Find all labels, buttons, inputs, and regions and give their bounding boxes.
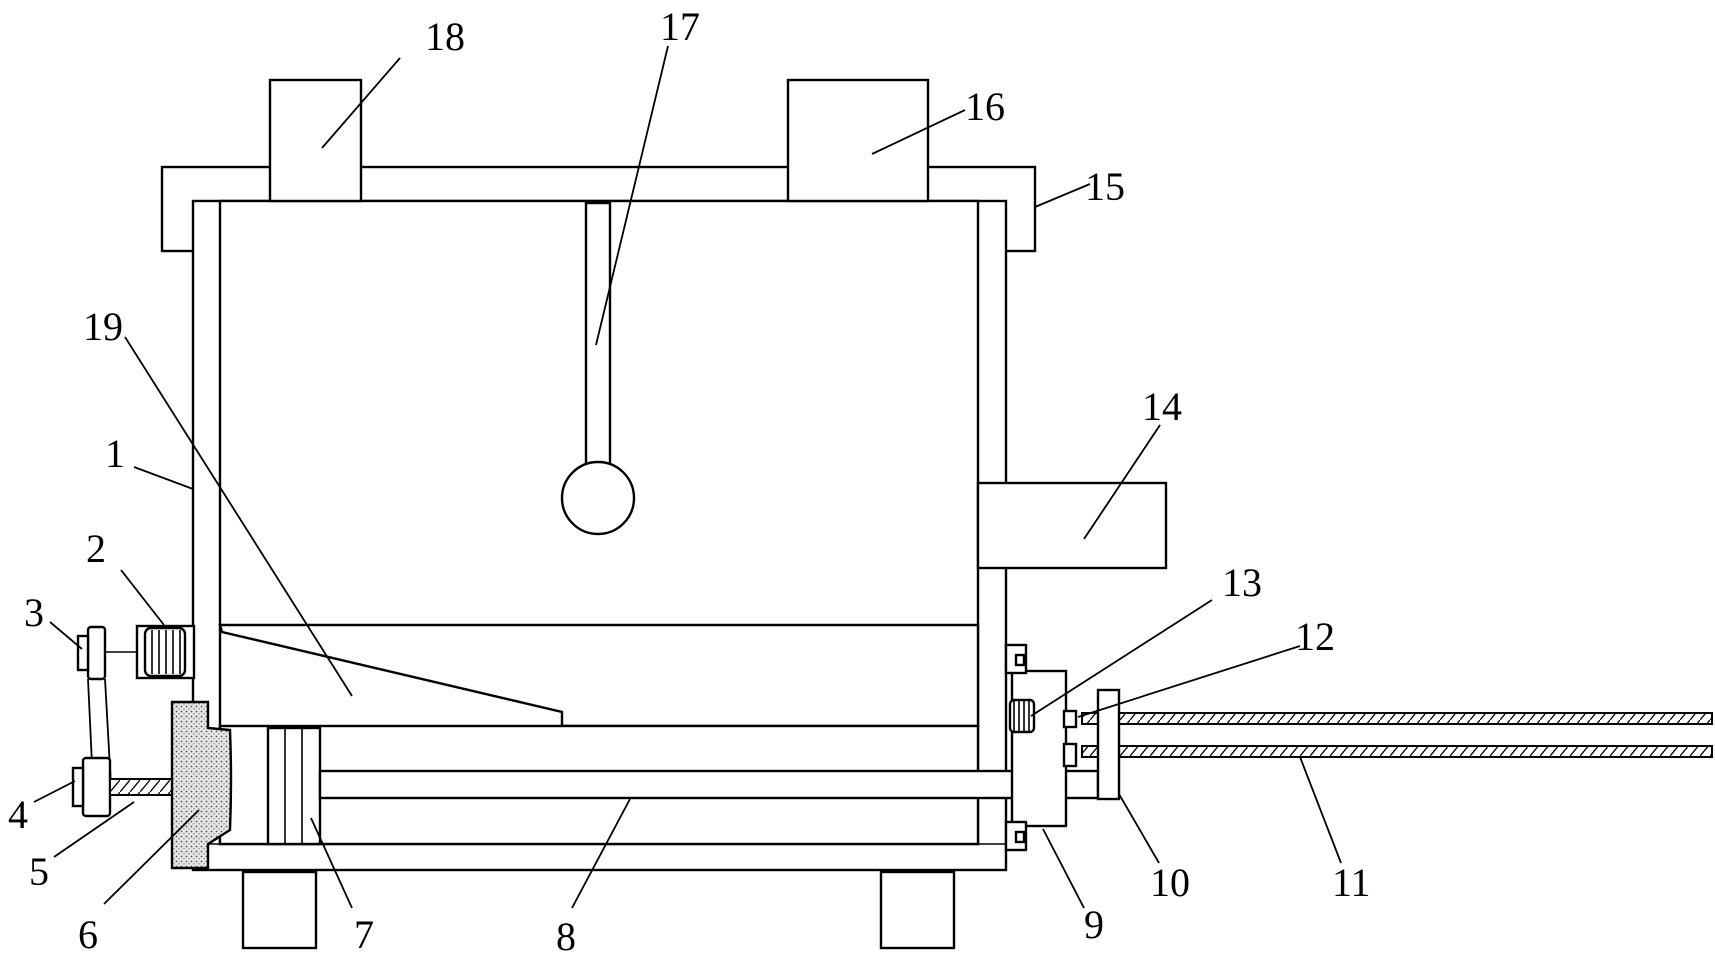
leader-9 — [1042, 828, 1085, 909]
feed-block — [268, 78, 363, 203]
guide-rod-lower — [1081, 745, 1713, 758]
bracket-tab — [1014, 653, 1026, 667]
upper-pulley-hub — [76, 634, 90, 672]
left-leg — [241, 870, 318, 950]
leader-4 — [33, 780, 76, 803]
push-plate — [266, 726, 322, 846]
label-6: 6 — [78, 912, 98, 957]
motor-block — [786, 78, 930, 203]
push-rod — [318, 769, 1100, 800]
leader-3 — [49, 621, 83, 650]
label-10: 10 — [1150, 860, 1190, 905]
leader-14 — [1083, 424, 1161, 540]
label-15: 15 — [1085, 164, 1125, 209]
drive-motor-body — [143, 626, 187, 678]
leader-16 — [871, 109, 966, 155]
stirring-ball — [560, 460, 636, 536]
leader-5 — [53, 801, 135, 858]
right-leg — [879, 870, 956, 950]
label-14: 14 — [1142, 384, 1182, 429]
label-2: 2 — [86, 526, 106, 571]
label-13: 13 — [1222, 560, 1262, 605]
leader-15 — [1034, 183, 1091, 208]
lead-screw — [109, 778, 173, 796]
label-8: 8 — [556, 914, 576, 959]
leader-1 — [133, 466, 194, 490]
label-5: 5 — [29, 849, 49, 894]
leader-7 — [310, 817, 353, 909]
bearing-a — [1062, 709, 1078, 729]
outlet-pipe — [976, 481, 1168, 570]
lower-pulley-hub — [71, 766, 85, 808]
small-motor — [1008, 698, 1036, 734]
leader-6 — [103, 809, 200, 905]
leader-18 — [321, 57, 401, 149]
leader-11 — [1299, 756, 1342, 864]
leader-13 — [1030, 599, 1213, 717]
label-17: 17 — [660, 4, 700, 49]
pressure-pad — [170, 700, 233, 870]
label-1: 1 — [105, 431, 125, 476]
leader-2 — [120, 569, 165, 626]
leader-19 — [124, 336, 353, 697]
leader-8 — [571, 798, 631, 909]
label-9: 9 — [1084, 902, 1104, 947]
leader-10 — [1118, 793, 1160, 864]
slider-plate — [1096, 688, 1121, 801]
leader-12 — [1077, 645, 1301, 718]
label-3: 3 — [24, 590, 44, 635]
bracket-tab-lower — [1014, 830, 1026, 844]
bearing-b — [1062, 742, 1078, 768]
guide-rod-upper — [1081, 712, 1713, 725]
label-18: 18 — [425, 14, 465, 59]
label-12: 12 — [1295, 614, 1335, 659]
leader-17 — [595, 45, 669, 346]
label-11: 11 — [1332, 860, 1371, 905]
label-4: 4 — [8, 792, 28, 837]
upper-pulley — [86, 625, 107, 681]
bracket-plate — [1010, 669, 1068, 828]
label-16: 16 — [965, 84, 1005, 129]
label-7: 7 — [354, 912, 374, 957]
label-19: 19 — [83, 304, 123, 349]
lower-pulley — [81, 756, 112, 818]
